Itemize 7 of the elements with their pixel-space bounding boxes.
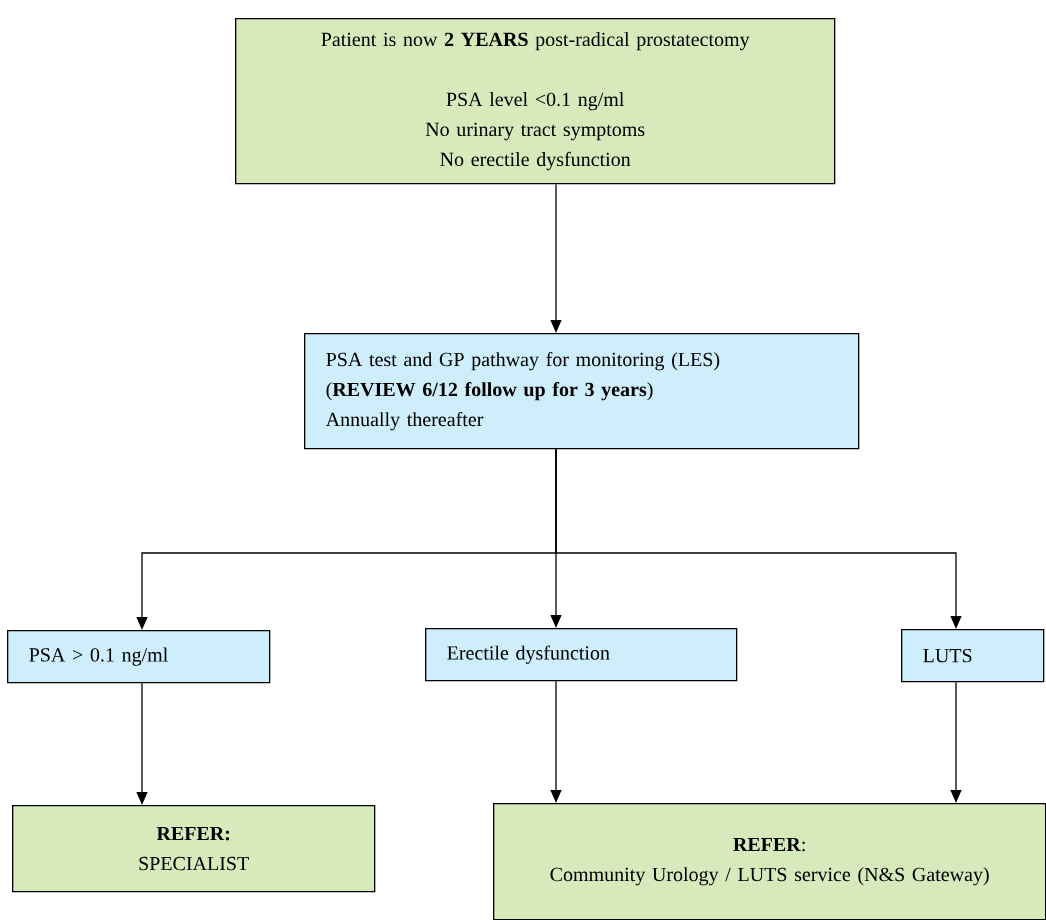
referral-box: REFER: SPECIALIST: [12, 805, 376, 893]
process-box: PSA > 0.1 ng/ml: [7, 630, 271, 684]
process-box: LUTS: [901, 629, 1045, 683]
process-box: PSA test and GP pathway for monitoring (LES) (REVIEW 6/12 follow up for 3 years) Annually thereafter: [304, 333, 860, 450]
condition-box: Patient is now 2 YEARS post-radical prostatectomy PSA level <0.1 ng/ml No urinary tract symptoms No erectile dysfunction: [235, 18, 836, 185]
process-box: Erectile dysfunction: [425, 628, 738, 682]
referral-box: REFER: Community Urology / LUTS service (N&S Gateway): [493, 803, 1046, 920]
